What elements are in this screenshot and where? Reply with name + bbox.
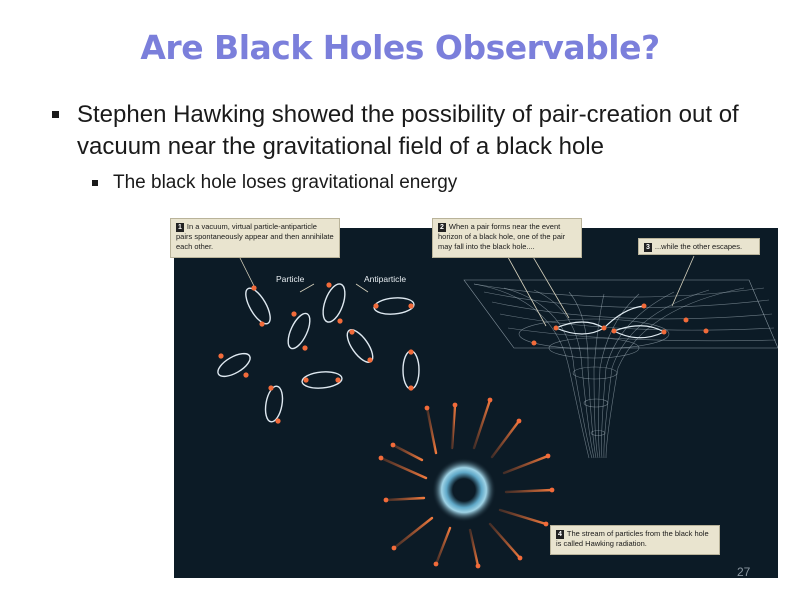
bullet-main-text: Stephen Hawking showed the possibility o… (77, 101, 739, 160)
horizon-particles (531, 303, 709, 346)
callout-number: 2 (438, 223, 446, 232)
bullet-sub-text: The black hole loses gravitational energ… (113, 172, 458, 193)
callout-3: 3...while the other escapes. (638, 238, 760, 255)
callout-number: 4 (556, 530, 564, 539)
gravity-well (463, 279, 778, 459)
bullet-sub: The black hole loses gravitational energ… (92, 171, 692, 195)
bullet-marker (52, 111, 59, 118)
slide-title: Are Black Holes Observable? (140, 28, 660, 67)
callout-pointers (238, 249, 695, 327)
virtual-particles (218, 282, 414, 424)
page-number: 27 (737, 565, 751, 579)
bullet-main: Stephen Hawking showed the possibility o… (52, 99, 772, 163)
virtual-pairs (217, 283, 420, 423)
radiation-rays (379, 398, 554, 568)
callout-text: The stream of particles from the black h… (556, 529, 709, 548)
callout-text: In a vacuum, virtual particle-antipartic… (176, 222, 334, 251)
callout-text: ...while the other escapes. (654, 242, 743, 251)
label-antiparticle: Antiparticle (364, 274, 407, 284)
callout-number: 1 (176, 223, 184, 232)
radiation-particles (378, 397, 555, 569)
bullet-marker (92, 180, 98, 186)
figure-illustration (217, 249, 778, 569)
label-particle: Particle (276, 274, 305, 284)
horizon-pairs (554, 305, 666, 339)
callout-text: When a pair forms near the event horizon… (438, 222, 566, 251)
callout-number: 3 (644, 243, 652, 252)
